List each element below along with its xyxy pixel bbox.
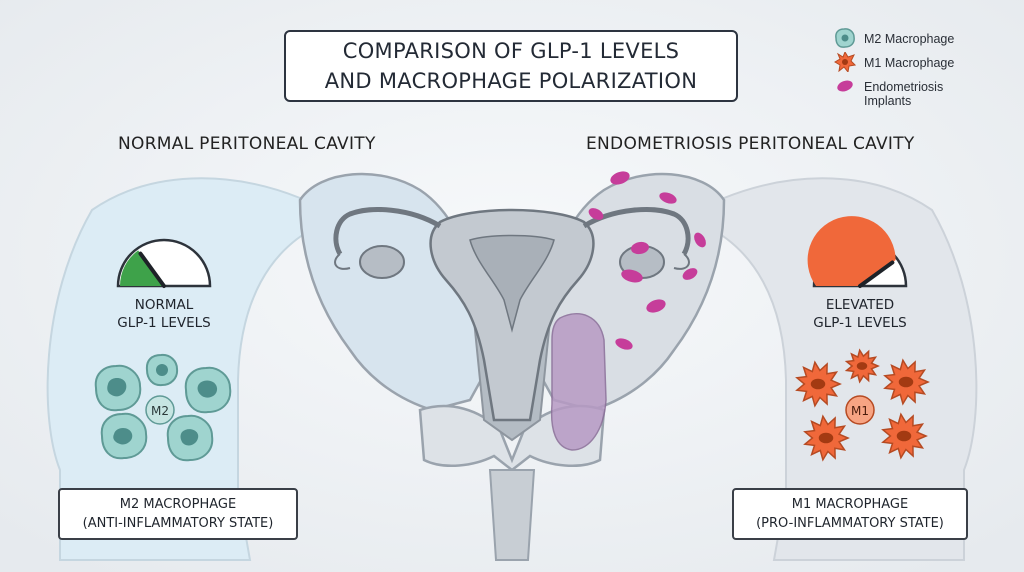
implant [588, 208, 604, 220]
m2-macrophage-icon [166, 414, 214, 462]
implant [621, 269, 643, 283]
implant-icon [837, 80, 853, 92]
m1-macrophage-cluster [795, 348, 930, 462]
m2-macrophage-icon [94, 364, 142, 412]
right-cavity-panel [704, 177, 978, 561]
left-cavity-panel [46, 177, 320, 561]
m1-macrophage-icon [844, 348, 880, 384]
left-gauge-label-line1: NORMAL [134, 297, 194, 313]
right-state-line1: M1 MACROPHAGE [791, 497, 909, 512]
m2-macrophage-icon [835, 28, 855, 48]
right-state-line2: (PRO-INFLAMMATORY STATE) [756, 516, 944, 531]
left-state-line2: (ANTI-INFLAMMATORY STATE) [82, 516, 274, 531]
title-line-1: COMPARISON OF GLP-1 LEVELS [342, 39, 680, 63]
m2-macrophage-icon [145, 353, 179, 387]
left-section-title: NORMAL PERITONEAL CAVITY [118, 134, 376, 154]
title-line-2: AND MACROPHAGE POLARIZATION [324, 69, 698, 93]
implant [615, 338, 633, 350]
gauge-normal [116, 238, 212, 288]
m1-cell-label: M1 [851, 404, 869, 418]
m2-label-cell: M2 [145, 395, 175, 425]
endometriosis-implants [588, 171, 706, 350]
gauge-fill [807, 216, 896, 286]
implant [682, 268, 698, 280]
right-state-box: M1 MACROPHAGE (PRO-INFLAMMATORY STATE) [732, 488, 968, 540]
legend-item-implants: Endometriosis Implants [834, 76, 984, 110]
implant [694, 232, 706, 248]
implant [610, 171, 630, 185]
title-box: COMPARISON OF GLP-1 LEVELS AND MACROPHAG… [284, 30, 738, 102]
implant [631, 241, 649, 255]
right-gauge-label: ELEVATED GLP-1 LEVELS [810, 296, 910, 332]
m2-cell-label: M2 [151, 404, 169, 418]
gauge-fill [120, 250, 164, 286]
implant [646, 299, 666, 313]
gauge-needle [858, 260, 895, 288]
m1-macrophage-icon [834, 52, 856, 72]
legend-item-m1: M1 Macrophage [834, 52, 984, 76]
right-section-title: ENDOMETRIOSIS PERITONEAL CAVITY [586, 134, 915, 154]
left-state-box: M2 MACROPHAGE (ANTI-INFLAMMATORY STATE) [58, 488, 298, 540]
m1-macrophage-icon [883, 358, 930, 406]
m1-macrophage-icon [803, 414, 850, 462]
legend-label-m1: M1 Macrophage [864, 56, 955, 70]
m1-label-cell: M1 [845, 395, 875, 425]
left-gauge-label-line2: GLP-1 LEVELS [117, 315, 211, 331]
endometriosis-lesion-mass [550, 313, 607, 451]
m1-macrophage-icon [795, 360, 842, 408]
implant [659, 192, 677, 204]
legend: M2 Macrophage M1 Macrophage Endometriosi… [834, 28, 984, 110]
left-state-line1: M2 MACROPHAGE [119, 497, 237, 512]
right-gauge-label-line1: ELEVATED [825, 297, 895, 313]
legend-item-m2: M2 Macrophage [834, 28, 984, 52]
m2-macrophage-icon [184, 366, 232, 414]
gauge-elevated [807, 216, 908, 288]
m1-macrophage-icon [881, 412, 928, 460]
legend-label-m2: M2 Macrophage [864, 32, 955, 46]
left-gauge-label: NORMAL GLP-1 LEVELS [114, 296, 214, 332]
right-gauge-label-line2: GLP-1 LEVELS [813, 315, 907, 331]
legend-label-implants: Endometriosis Implants [864, 80, 944, 108]
m2-macrophage-icon [100, 412, 148, 460]
m2-macrophage-cluster: M2 [94, 353, 232, 462]
gauge-needle [138, 251, 166, 288]
